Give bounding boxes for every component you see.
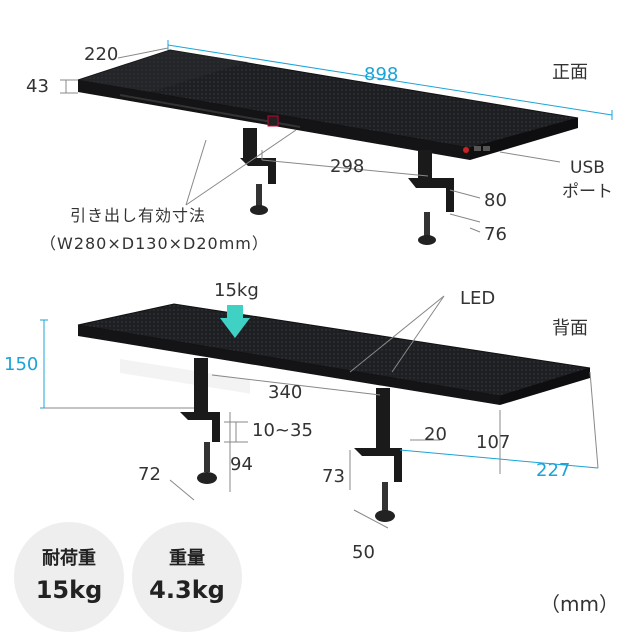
dim-total: 227 [536, 460, 571, 481]
back-view-title: 背面 [552, 318, 588, 339]
dim-clamp-spacing: 298 [330, 156, 365, 177]
dim-clamp-h: 80 [484, 190, 507, 211]
dim-clamp-h2: 73 [322, 466, 345, 487]
dim-clamp-d: 72 [138, 464, 161, 485]
load-arrow-icon [220, 305, 250, 338]
dim-clamp-w2: 50 [352, 542, 375, 563]
dim-clamp-range: 10~35 [252, 420, 313, 441]
dim-riser: 20 [424, 424, 447, 445]
dim-height: 150 [4, 354, 39, 375]
spec-load-capacity: 耐荷重 15kg [14, 522, 124, 632]
spec-value: 15kg [35, 576, 103, 604]
led-label: LED [460, 288, 496, 309]
dim-clamp-w: 76 [484, 224, 507, 245]
front-view-shelf [77, 49, 579, 160]
usb-label-2: ポート [562, 182, 613, 202]
dim-clamp-h-back: 94 [230, 454, 253, 475]
front-view-clamps [240, 128, 454, 245]
spec-title: 耐荷重 [42, 548, 96, 569]
drawer-size-label: （W280×D130×D20mm） [40, 234, 269, 253]
dim-depth: 220 [84, 44, 119, 65]
load-label: 15kg [214, 280, 259, 301]
spec-title: 重量 [169, 548, 205, 569]
usb-label: USB [570, 158, 605, 178]
spec-weight: 重量 4.3kg [132, 522, 242, 632]
dim-thickness: 43 [26, 76, 49, 97]
front-view-gray-lines [60, 47, 561, 233]
back-view-gray-lines [44, 295, 599, 529]
drawer-label: 引き出し有効寸法 [70, 206, 207, 225]
back-view-clamps [180, 358, 402, 522]
back-view-shelf [77, 303, 591, 405]
unit-label: （mm） [540, 592, 619, 616]
dim-riser-h: 107 [476, 432, 511, 453]
dim-clamp-spacing-back: 340 [268, 382, 303, 403]
spec-value: 4.3kg [149, 576, 225, 604]
dim-width: 898 [364, 64, 399, 85]
front-view-title: 正面 [552, 62, 588, 83]
